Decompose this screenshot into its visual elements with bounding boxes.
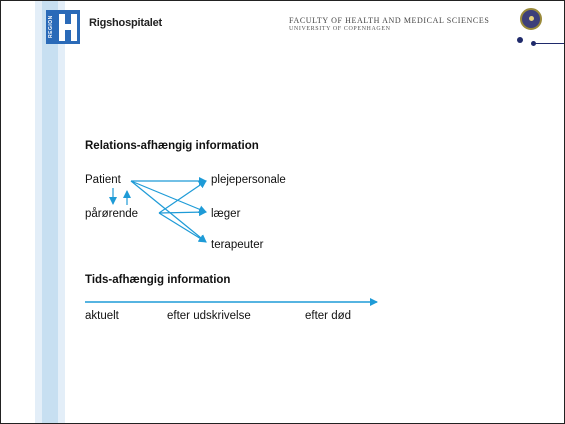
- region-logo-h-bar: [59, 24, 77, 30]
- arrow-patient-to-terapeuter: [130, 180, 207, 243]
- header-divider: [534, 43, 564, 44]
- faculty-name: FACULTY OF HEALTH AND MEDICAL SCIENCES: [289, 16, 490, 25]
- university-seal-center: [529, 16, 534, 21]
- header-dot: [517, 37, 523, 43]
- relations-heading: Relations-afhængig information: [85, 140, 259, 152]
- node-plejepersonale: plejepersonale: [211, 174, 286, 186]
- timeline-heading: Tids-afhængig information: [85, 274, 231, 286]
- header-dot: [531, 41, 536, 46]
- node-terapeuter: terapeuter: [211, 239, 264, 251]
- node-paaroerende: pårørende: [85, 208, 139, 220]
- node-laeger: læger: [211, 208, 241, 220]
- arrow-paaroerende-to-terapeuter: [158, 212, 207, 243]
- node-patient: Patient: [85, 174, 121, 186]
- university-name: UNIVERSITY OF COPENHAGEN: [289, 26, 391, 32]
- phase-efter-doed: efter død: [305, 310, 352, 322]
- side-stripe-inner: [42, 1, 58, 423]
- arrow-paaroerende-to-plejepersonale: [158, 180, 207, 214]
- phase-efter-udskrivelse: efter udskrivelse: [167, 310, 251, 322]
- phase-aktuelt: aktuelt: [85, 310, 119, 322]
- arrow-paaroerende-to-laeger: [158, 208, 207, 217]
- hospital-name: Rigshospitalet: [89, 17, 162, 29]
- arrow-patient-to-laeger: [130, 180, 207, 214]
